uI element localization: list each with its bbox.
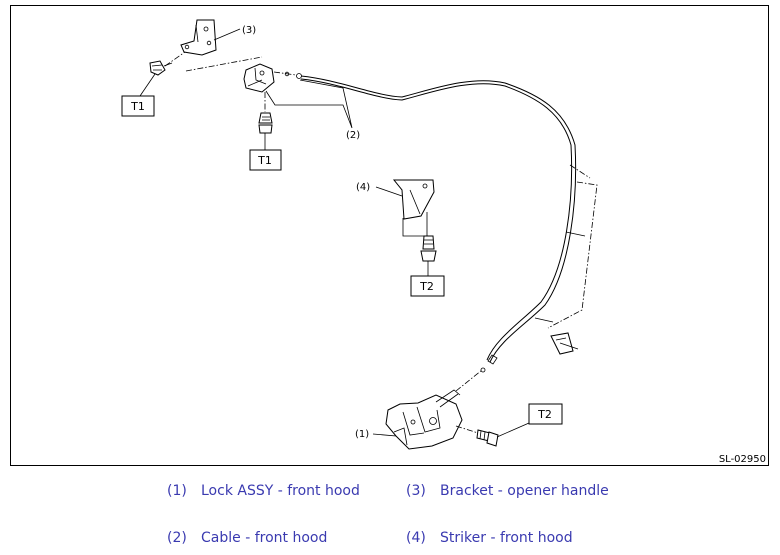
lock-assy-front-hood (385, 389, 463, 450)
legend-item-cable: (2) Cable - front hood (167, 530, 327, 546)
legend-number: (4) (406, 530, 426, 546)
legend-text: Lock ASSY - front hood (201, 483, 360, 499)
legend-item-lock-assy: (1) Lock ASSY - front hood (167, 483, 360, 499)
assembly-line (185, 56, 263, 72)
torque-label-t1-a: T1 (121, 95, 155, 117)
striker-front-hood (392, 179, 435, 220)
legend-text: Bracket - opener handle (440, 483, 609, 499)
callout-3: (3) (242, 25, 256, 36)
callout-leader-2 (265, 79, 353, 129)
cable-clamp-line (534, 231, 586, 323)
bracket-opener-handle (180, 19, 217, 56)
parts-legend: (1) Lock ASSY - front hood (3) Bracket - o… (0, 470, 780, 555)
bolt-icon (258, 112, 273, 134)
tlabel-leader (139, 73, 156, 97)
cable-clip-icon (550, 332, 579, 355)
callout-1: (1) (355, 429, 369, 440)
torque-label-t1-b: T1 (249, 149, 282, 171)
legend-number: (3) (406, 483, 426, 499)
cable-lever-housing (243, 63, 275, 93)
diagram-code: SL-02950 (719, 454, 766, 465)
cable-front-hood (273, 71, 577, 373)
callout-2: (2) (346, 130, 360, 141)
legend-number: (1) (167, 483, 187, 499)
bolt-icon (476, 429, 499, 447)
legend-text: Cable - front hood (201, 530, 328, 546)
assembly-line (455, 369, 483, 392)
svg-text:T2: T2 (537, 408, 552, 421)
callout-4: (4) (356, 182, 370, 193)
diagram-frame (10, 5, 769, 466)
tlabel-leader (496, 422, 530, 438)
bolt-icon (149, 60, 173, 76)
svg-text:T1: T1 (130, 100, 145, 113)
assembly-line (547, 181, 598, 329)
bolt-icon (420, 235, 437, 262)
assembly-line (569, 164, 591, 179)
callout-leader-3 (213, 28, 241, 41)
torque-label-t2-a: T2 (410, 275, 445, 297)
callout-leader-4 (375, 186, 403, 197)
torque-label-t2-b: T2 (528, 403, 563, 425)
legend-number: (2) (167, 530, 187, 546)
legend-item-striker: (4) Striker - front hood (406, 530, 573, 546)
hood-lock-diagram: (3) T1 T1 (2) (10, 5, 769, 466)
assembly-line (164, 51, 186, 67)
svg-text:T2: T2 (419, 280, 434, 293)
legend-text: Striker - front hood (440, 530, 573, 546)
legend-item-bracket: (3) Bracket - opener handle (406, 483, 609, 499)
svg-text:T1: T1 (257, 154, 272, 167)
callout-leader-1 (372, 433, 397, 437)
assembly-line (455, 425, 479, 434)
assembly-line (402, 212, 428, 237)
